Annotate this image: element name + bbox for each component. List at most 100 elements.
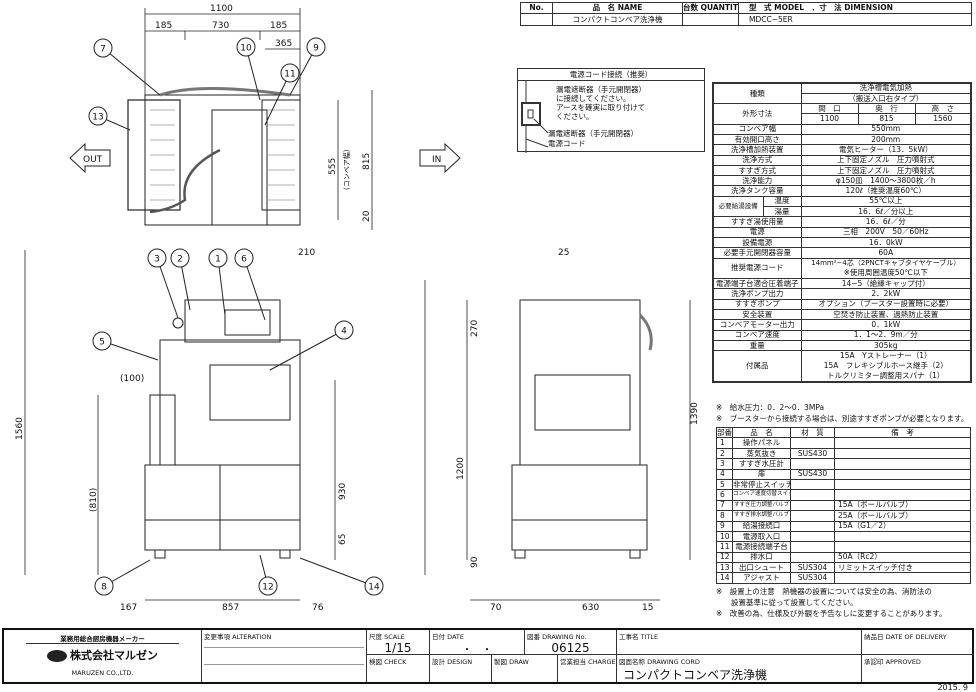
power-cord-box: 電源コード接続（推奨） 漏電遮断器（手元開閉器） に接続してください。 アースを… bbox=[517, 68, 705, 153]
parts-cell: 1 bbox=[716, 437, 733, 449]
leader-line bbox=[102, 47, 161, 96]
balloon-number: 5 bbox=[99, 338, 105, 348]
leader-line bbox=[269, 329, 345, 371]
parts-cell bbox=[790, 520, 835, 532]
parts-cell bbox=[834, 572, 971, 584]
spec-value: 16．6ℓ／分 bbox=[800, 216, 972, 228]
parts-cell: アジャスト bbox=[732, 572, 791, 584]
parts-cell bbox=[834, 458, 971, 470]
parts-cell bbox=[834, 468, 971, 480]
drawing-name: コンパクトコンベア洗浄機 bbox=[623, 668, 768, 682]
parts-cell bbox=[834, 530, 971, 543]
out-arrow-icon bbox=[69, 142, 111, 174]
parts-cell: 3 bbox=[716, 458, 733, 470]
in-arrow-icon bbox=[419, 142, 461, 174]
parts-cell bbox=[790, 489, 835, 501]
dim-70: 70 bbox=[490, 603, 502, 613]
parts-cell: 15A（G1／2） bbox=[834, 520, 971, 532]
balloon-14 bbox=[364, 576, 384, 596]
product-name: コンパクトコンベア洗浄機 bbox=[552, 13, 683, 26]
dim-167: 167 bbox=[120, 603, 137, 613]
spec-value: 15A フレキシブルホース継手（2） bbox=[801, 361, 972, 372]
parts-header: 材 質 bbox=[790, 426, 835, 439]
parts-cell: 14 bbox=[716, 572, 733, 584]
spec-label: 電源 bbox=[712, 226, 802, 238]
spec-value: 1．1〜2．9m／分 bbox=[800, 329, 972, 341]
parts-header: 部番 bbox=[716, 426, 733, 439]
parts-cell bbox=[834, 489, 971, 501]
parts-cell bbox=[790, 478, 835, 491]
balloon-number: 3 bbox=[154, 255, 160, 265]
parts-header: 備 考 bbox=[834, 426, 971, 439]
parts-cell bbox=[834, 541, 971, 553]
balloon-number: 10 bbox=[240, 44, 252, 54]
spec-label: 温度 bbox=[762, 195, 802, 208]
spec-value: 16．6ℓ／分以上 bbox=[800, 206, 972, 218]
model-value: MDCC−5ER bbox=[738, 13, 972, 26]
parts-cell: 蒸気抜き bbox=[732, 447, 791, 460]
parts-cell: リミットスイッチ付き bbox=[834, 562, 971, 574]
parts-row: 6コンベア速度切替スイッチ bbox=[716, 489, 971, 501]
spec-label: 安全装置 bbox=[712, 309, 802, 321]
spec-value: 305kg bbox=[800, 339, 972, 352]
balloon-number: 13 bbox=[92, 113, 103, 123]
power-cord-text-3: アースを確実に取り付けて bbox=[556, 103, 646, 112]
spec-value: φ150皿 1400〜3800枚／h bbox=[800, 175, 972, 187]
parts-cell: 電源取入口 bbox=[732, 530, 791, 543]
spec-label: 重量 bbox=[712, 339, 802, 352]
parts-cell bbox=[790, 499, 835, 512]
parts-cell bbox=[790, 437, 835, 449]
out-label: OUT bbox=[83, 155, 103, 165]
approved-label: 承認印 APPROVED bbox=[864, 658, 921, 666]
top-view bbox=[127, 87, 301, 226]
spec-value: 15A Yストレーナー（1） bbox=[800, 350, 972, 362]
dim-810: (810) bbox=[89, 488, 99, 512]
spec-label: 洗浄ポンプ出力 bbox=[712, 288, 802, 300]
design-label: 設計 DESIGN bbox=[430, 655, 492, 682]
spec-value: 0．1kW bbox=[800, 319, 972, 331]
scale-label: 尺度 SCALE bbox=[369, 633, 405, 641]
spec-value: 洗浄槽電気加熱 bbox=[800, 82, 972, 94]
spec-label: コンベアモーター出力 bbox=[712, 319, 802, 331]
dim-1200: 1200 bbox=[456, 457, 466, 480]
parts-cell: 電源接続端子台 bbox=[732, 541, 791, 553]
dim-185-left: 185 bbox=[155, 21, 172, 31]
parts-cell bbox=[790, 541, 835, 553]
date-value: ・ ・ bbox=[462, 645, 492, 656]
spec-label: 必要給湯設備 bbox=[712, 195, 764, 218]
balloon-number: 1 bbox=[215, 255, 221, 265]
spec-label: コンベア幅 bbox=[712, 123, 802, 135]
dim-270: 270 bbox=[470, 320, 480, 337]
company-en: MARUZEN CO.,LTD. bbox=[71, 669, 134, 677]
parts-cell: SUS304 bbox=[790, 572, 835, 584]
spec-label: 奥 行 bbox=[857, 103, 916, 115]
delivery-label: 納品日 DATE OF DELIVERY bbox=[862, 630, 974, 655]
parts-cell: 6 bbox=[716, 489, 733, 501]
dim-630: 630 bbox=[582, 603, 599, 613]
balloon-12 bbox=[258, 576, 278, 596]
spec-label: 外形寸法 bbox=[712, 103, 802, 125]
spec-value: 55℃以上 bbox=[800, 195, 972, 208]
parts-cell: SUS430 bbox=[790, 468, 835, 480]
spec-label: 高 さ bbox=[914, 103, 972, 115]
balloon-number: 8 bbox=[101, 583, 107, 593]
spec-label: 間 口 bbox=[800, 103, 859, 115]
balloon-3 bbox=[147, 248, 167, 268]
balloon-5 bbox=[92, 331, 112, 351]
parts-cell: すすぎ排水調整バルブ bbox=[732, 510, 791, 522]
parts-cell bbox=[834, 447, 971, 460]
parts-cell bbox=[790, 510, 835, 522]
drawing-name-label: 図面名称 DRAWING CORD bbox=[619, 658, 700, 666]
spec-label: 電源端子台適合圧着端子 bbox=[712, 278, 802, 290]
parts-cell: 13 bbox=[716, 562, 733, 574]
balloon-4 bbox=[334, 320, 354, 340]
parts-cell: SUS304 bbox=[790, 562, 835, 574]
